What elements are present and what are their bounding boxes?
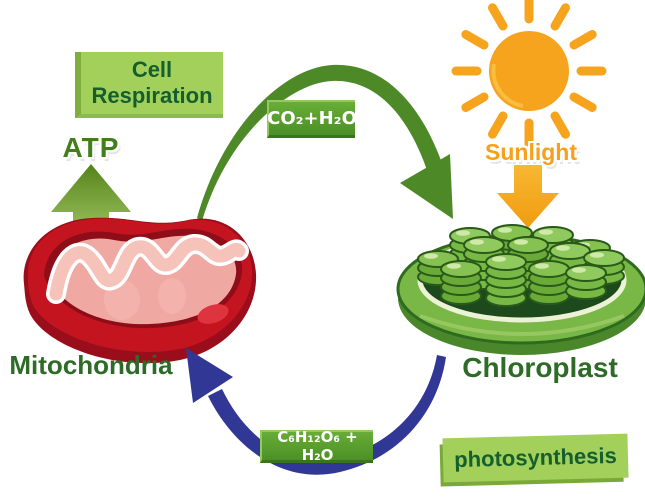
- photosynthesis-label: photosynthesis: [442, 433, 629, 483]
- cell-respiration-label: Cell Respiration: [75, 52, 223, 118]
- mitochondria-illustration: [23, 217, 257, 364]
- chloroplast-label: Chloroplast: [462, 352, 618, 383]
- glucose-h2o-label: C₆H₁₂O₆ + H₂O: [260, 428, 373, 464]
- chloroplast-illustration: [396, 224, 645, 355]
- sunlight-arrow-icon: [497, 165, 559, 228]
- respiration-cycle-arrow-icon: [197, 64, 453, 222]
- atp-label: ATP: [62, 132, 120, 163]
- atp-arrow-icon: [51, 164, 131, 248]
- sun-icon: [451, 0, 607, 149]
- sunlight-label: Sunlight: [485, 139, 577, 165]
- mitochondria-label: Mitochondria: [9, 350, 173, 380]
- co2-h2o-label: CO₂+H₂O: [267, 100, 357, 138]
